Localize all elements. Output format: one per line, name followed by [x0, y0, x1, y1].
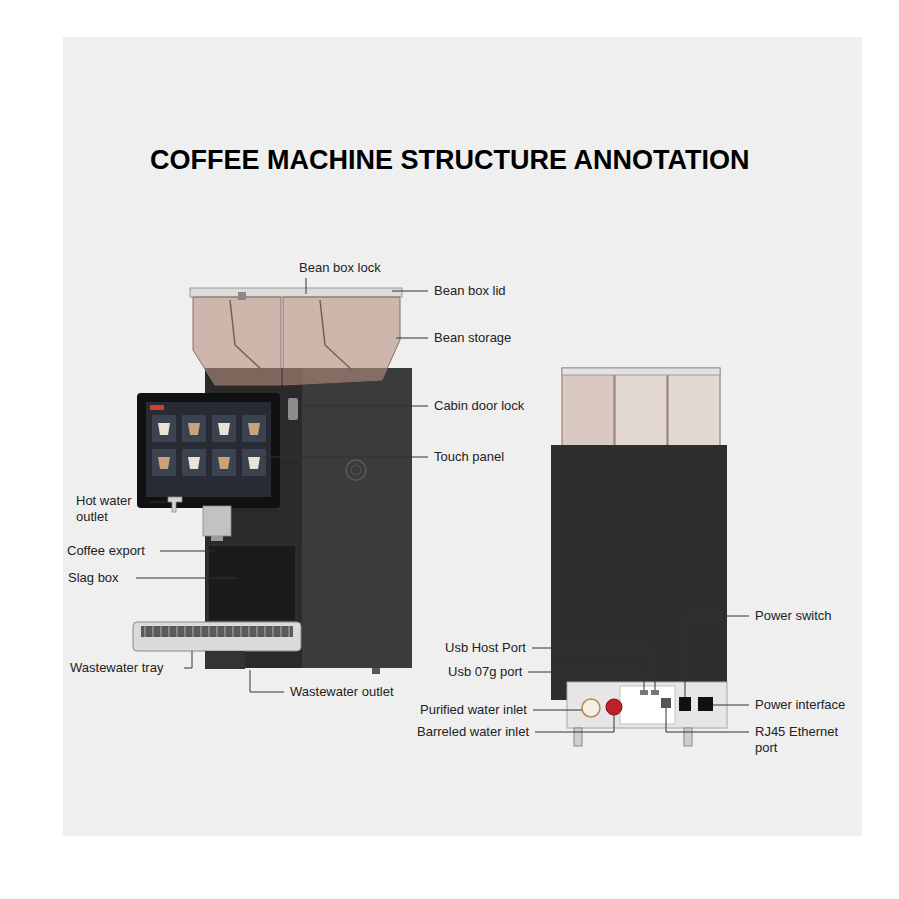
part-label: Wastewater outlet [290, 684, 394, 700]
bean-lid [190, 288, 402, 297]
leader-line [666, 708, 749, 732]
leader-lines [136, 278, 749, 732]
screen-logo [150, 405, 164, 410]
part-label: Slag box [68, 570, 119, 586]
coffee-spout [203, 506, 231, 536]
spout-nozzle [211, 536, 223, 541]
machine-foot [372, 668, 380, 674]
drip-grid [141, 626, 293, 637]
leader-line [150, 502, 168, 503]
leader-line [713, 705, 749, 706]
diagram-title: COFFEE MACHINE STRUCTURE ANNOTATION [150, 145, 749, 176]
power-switch [679, 697, 691, 711]
part-label: Barreled water inlet [417, 724, 529, 740]
rj45-port [661, 698, 671, 708]
touch-panel [137, 393, 280, 508]
barreled-inlet [606, 699, 622, 715]
drink-tile [242, 415, 266, 442]
leader-line [306, 278, 307, 294]
bean-lock [238, 292, 246, 300]
hopper-ridge [320, 300, 352, 370]
cup-icon [188, 423, 200, 435]
machine-foot [684, 728, 692, 746]
leader-line [250, 670, 284, 692]
leader-line [300, 406, 428, 407]
bean-lid [562, 368, 720, 375]
part-label: RJ45 Ethernet port [755, 724, 855, 756]
port-plate [620, 686, 675, 724]
cup-icon [158, 0, 182, 435]
front-machine [133, 0, 412, 674]
bean-hopper [615, 368, 667, 446]
usb-port [651, 690, 659, 695]
machine-side [300, 368, 412, 668]
drip-tray [133, 622, 301, 651]
cup-icon [158, 457, 170, 469]
part-label: Usb Host Port [445, 640, 526, 656]
cup-icon [218, 423, 230, 435]
drink-tile [182, 415, 206, 442]
leader-line [392, 291, 428, 292]
bean-hopper [562, 368, 614, 446]
leader-line [685, 616, 749, 697]
cup-icon [188, 457, 200, 469]
leader-line [262, 457, 428, 458]
panel-ground [63, 37, 862, 836]
part-label: Usb 07g port [448, 664, 522, 680]
part-label: Bean box lid [434, 283, 506, 299]
part-label: Wastewater tray [70, 660, 163, 676]
drip-grid-bars [145, 626, 289, 637]
drink-tile [242, 449, 266, 476]
hopper-ridge [230, 300, 262, 370]
bean-hopper [193, 297, 281, 385]
drink-tile [152, 449, 176, 476]
connector-panel [567, 682, 727, 728]
drink-tile [212, 449, 236, 476]
part-label: Hot water outlet [76, 493, 148, 525]
leader-line [532, 648, 655, 690]
drink-tile [182, 449, 206, 476]
part-label: Bean storage [434, 330, 511, 346]
slag-box [208, 545, 296, 621]
bean-hopper [668, 368, 720, 446]
cup-icon [248, 423, 260, 435]
part-label: Power interface [755, 697, 845, 713]
part-label: Purified water inlet [420, 702, 527, 718]
leader-line [136, 578, 236, 579]
side-logo [346, 460, 366, 480]
cup-icon [218, 457, 230, 469]
part-label: Cabin door lock [434, 398, 524, 414]
drink-tile [212, 415, 236, 442]
leader-line [533, 710, 582, 711]
usb-port [640, 690, 648, 695]
part-label: Bean box lock [299, 260, 381, 276]
screen-icons [150, 0, 266, 476]
waste-outlet [205, 651, 245, 669]
side-logo [351, 465, 361, 475]
leader-line [184, 651, 192, 668]
machine-foot [574, 728, 582, 746]
leader-line [160, 551, 215, 552]
part-label: Coffee export [67, 543, 145, 559]
bean-hopper [283, 297, 400, 385]
part-label: Touch panel [434, 449, 504, 465]
leader-line [528, 672, 644, 690]
part-label: Power switch [755, 608, 832, 624]
purified-inlet [582, 699, 600, 717]
cup-icon [248, 457, 260, 469]
power-socket [698, 697, 713, 711]
leader-line [396, 338, 428, 339]
leader-line [535, 715, 614, 732]
hot-water-spout [168, 497, 182, 512]
back-machine [551, 368, 727, 746]
machine-back [551, 445, 727, 700]
door-lock [288, 398, 298, 420]
screen [146, 402, 271, 497]
